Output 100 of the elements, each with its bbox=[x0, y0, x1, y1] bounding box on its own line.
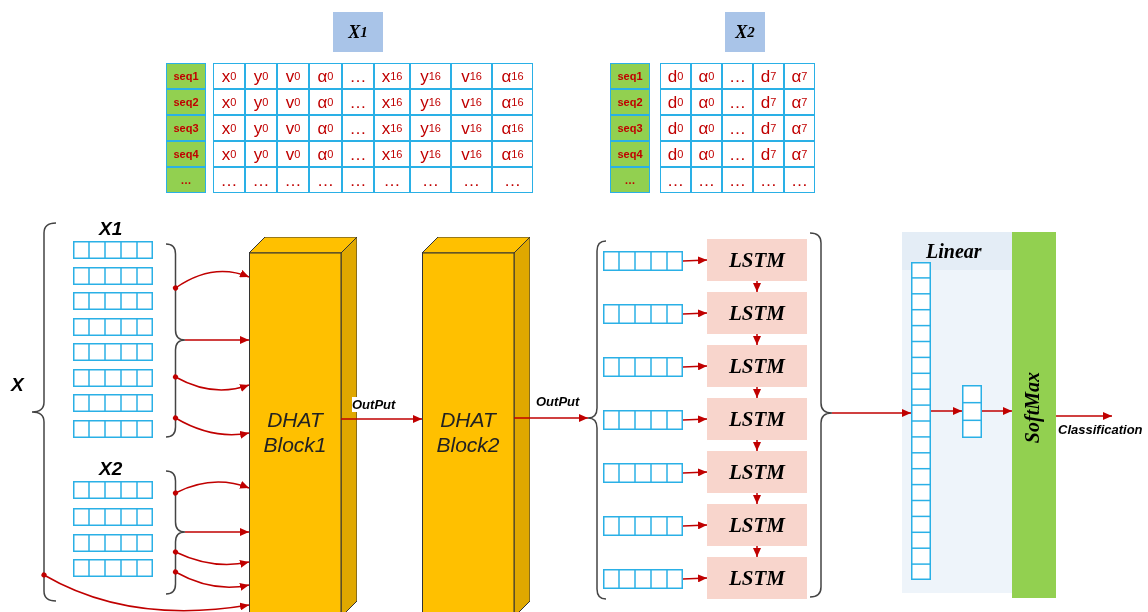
lstm-box: LSTM bbox=[707, 345, 807, 387]
row-header-cell: seq1 bbox=[610, 63, 650, 89]
table-cell: … bbox=[342, 63, 374, 89]
lstm-box: LSTM bbox=[707, 557, 807, 599]
table-cell: … bbox=[784, 167, 815, 193]
lstm-box: LSTM bbox=[707, 451, 807, 493]
vector-strip bbox=[73, 343, 153, 361]
vector-strip bbox=[73, 266, 153, 285]
table-cell: … bbox=[342, 115, 374, 141]
table-cell: … bbox=[213, 167, 245, 193]
table-cell: … bbox=[245, 167, 277, 193]
vector-strip bbox=[73, 419, 153, 438]
table-cell: … bbox=[342, 89, 374, 115]
arrow bbox=[172, 481, 250, 496]
row-header-cell: … bbox=[610, 167, 650, 193]
arrow bbox=[172, 549, 250, 568]
arrow bbox=[1055, 412, 1113, 420]
arrow bbox=[682, 574, 708, 583]
arrow bbox=[753, 439, 761, 452]
edge-label: OutPut bbox=[536, 394, 580, 409]
table-cell: … bbox=[722, 115, 753, 141]
table-cell: … bbox=[722, 167, 753, 193]
vector-strip bbox=[73, 241, 153, 259]
vector-strip bbox=[73, 368, 153, 387]
softmax-bar bbox=[1012, 232, 1056, 598]
arrow bbox=[340, 415, 423, 423]
arrow bbox=[682, 362, 708, 371]
panel-title: Linear bbox=[926, 240, 982, 263]
lstm-box: LSTM bbox=[707, 398, 807, 440]
table-cell: … bbox=[660, 167, 691, 193]
vector-strip bbox=[73, 317, 153, 336]
vector-strip bbox=[603, 357, 683, 377]
vector-strip bbox=[962, 385, 982, 438]
table-cell: … bbox=[492, 167, 533, 193]
arrow bbox=[172, 374, 250, 392]
vector-strip bbox=[73, 481, 153, 499]
table-cell: … bbox=[342, 167, 374, 193]
vector-strip bbox=[73, 292, 153, 310]
vector-strip bbox=[603, 516, 683, 536]
vector-strip bbox=[73, 559, 153, 577]
group-label: X2 bbox=[99, 458, 123, 480]
arrow bbox=[513, 414, 589, 422]
layer-panel bbox=[902, 232, 1012, 593]
group-label: X bbox=[11, 374, 24, 396]
table-cell: … bbox=[309, 167, 342, 193]
row-header-cell: seq4 bbox=[166, 141, 206, 167]
edge-label: OutPut bbox=[352, 397, 396, 412]
table-cell: … bbox=[277, 167, 309, 193]
arrow bbox=[753, 386, 761, 399]
vector-strip bbox=[603, 463, 683, 483]
table-cell: … bbox=[374, 167, 410, 193]
edge-label: Classification bbox=[1058, 422, 1143, 437]
arrow bbox=[172, 415, 250, 439]
lstm-box: LSTM bbox=[707, 504, 807, 546]
vector-strip bbox=[73, 534, 153, 552]
row-header-cell: seq1 bbox=[166, 63, 206, 89]
vector-strip bbox=[603, 410, 683, 430]
lstm-box: LSTM bbox=[707, 239, 807, 281]
block-label: DHAT Block2 bbox=[435, 407, 501, 458]
row-header-cell: seq4 bbox=[610, 141, 650, 167]
curly-brace bbox=[32, 222, 56, 602]
curly-brace bbox=[810, 232, 832, 598]
table-cell: … bbox=[753, 167, 784, 193]
arrow bbox=[831, 409, 912, 417]
vector-strip bbox=[73, 394, 153, 412]
table-cell: … bbox=[451, 167, 492, 193]
arrow bbox=[753, 280, 761, 293]
curly-brace bbox=[588, 240, 606, 600]
arrow bbox=[682, 468, 708, 477]
lstm-box: LSTM bbox=[707, 292, 807, 334]
arrow bbox=[172, 270, 250, 291]
row-header-cell: … bbox=[166, 167, 206, 193]
arrow bbox=[184, 528, 250, 536]
row-header-cell: seq2 bbox=[610, 89, 650, 115]
vector-strip bbox=[73, 508, 153, 526]
table-cell: … bbox=[722, 89, 753, 115]
arrow bbox=[41, 572, 250, 612]
arrow bbox=[184, 336, 250, 344]
arrow bbox=[682, 309, 708, 318]
table-cell: … bbox=[722, 63, 753, 89]
arrow bbox=[682, 415, 708, 424]
row-header-cell: seq3 bbox=[166, 115, 206, 141]
vector-strip bbox=[911, 262, 931, 580]
arrow bbox=[682, 521, 708, 530]
bar-label: SoftMax bbox=[1021, 372, 1044, 444]
table-cell: … bbox=[342, 141, 374, 167]
vector-strip bbox=[603, 569, 683, 589]
table-cell: … bbox=[691, 167, 722, 193]
curly-brace bbox=[166, 243, 185, 438]
arrow bbox=[172, 569, 250, 591]
arrow bbox=[753, 492, 761, 505]
table-cell: … bbox=[410, 167, 451, 193]
vector-strip bbox=[603, 304, 683, 324]
group-label: X1 bbox=[99, 218, 123, 240]
curly-brace bbox=[166, 470, 185, 595]
row-header-cell: seq3 bbox=[610, 115, 650, 141]
arrow bbox=[682, 256, 708, 265]
arrow bbox=[753, 545, 761, 558]
arrow bbox=[981, 407, 1013, 415]
row-header-cell: seq2 bbox=[166, 89, 206, 115]
